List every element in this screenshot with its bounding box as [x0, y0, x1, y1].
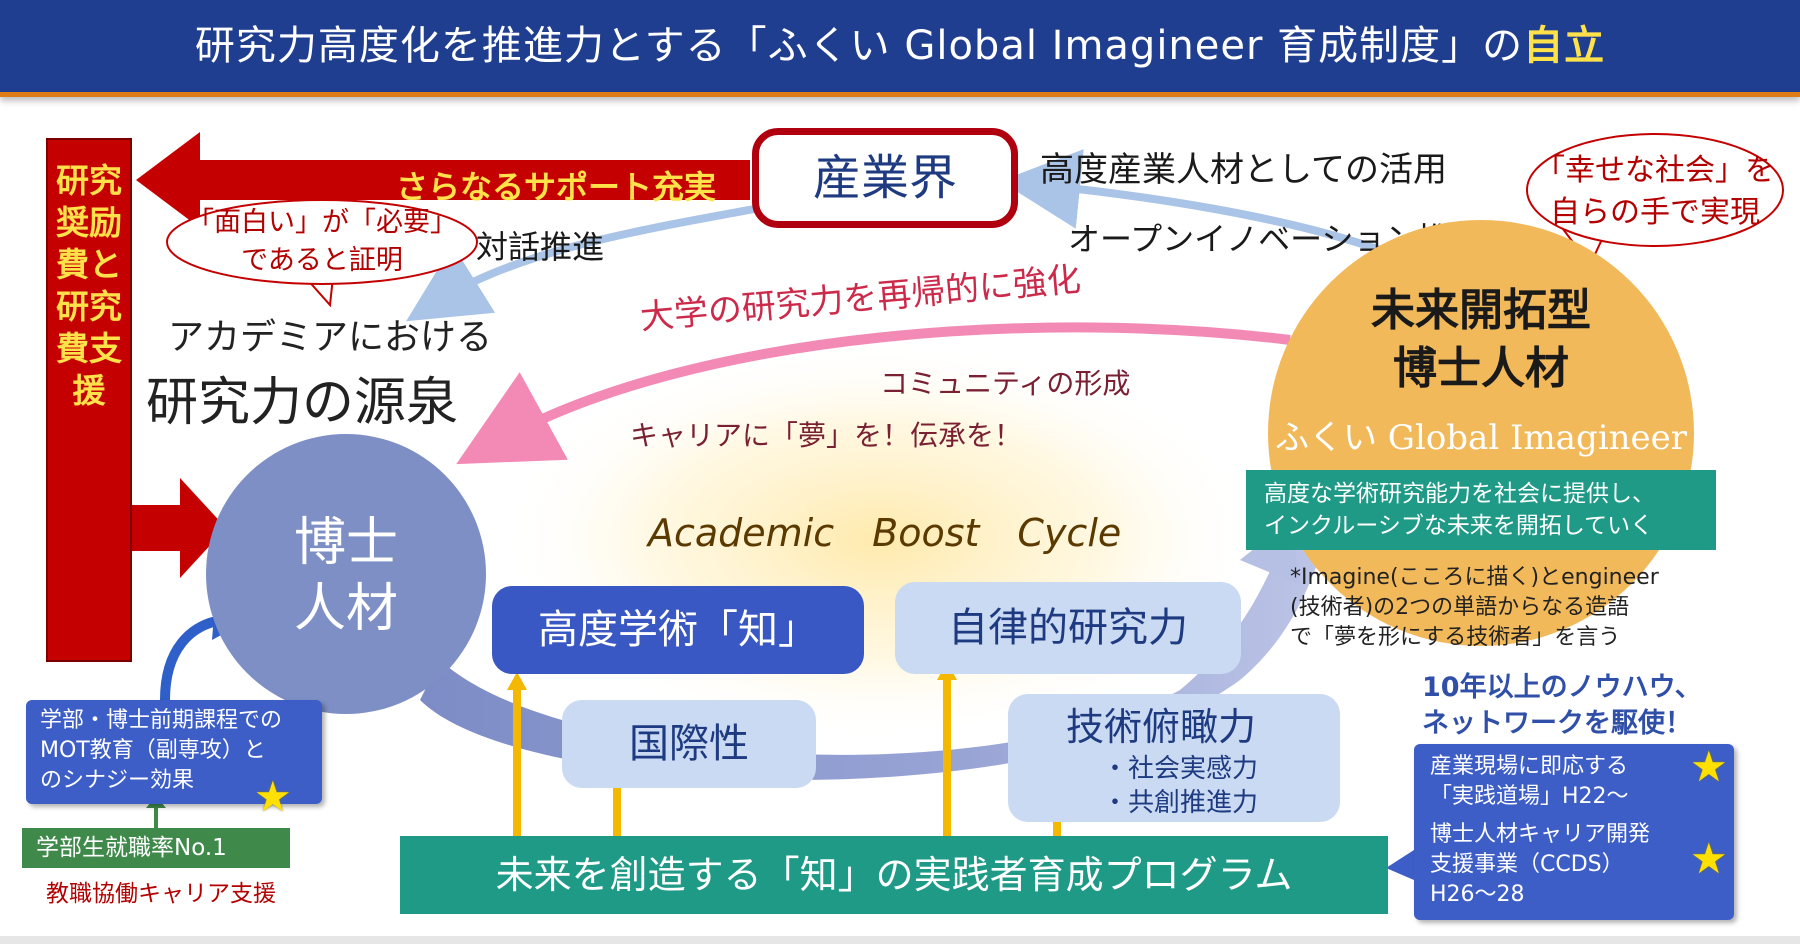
reinforce-arrow: [456, 322, 1291, 465]
bubble-left: 「面白い」が「必要」 であると証明: [172, 204, 472, 280]
phd-circle: [206, 434, 486, 714]
imagineer-note: *Imagine(こころに描く)とengineer (技術者)の2つの単語からな…: [1290, 563, 1659, 653]
knowhow-box: 産業現場に即応する 「実践道場」H22～ 博士人材キャリア開発 支援事業（CCD…: [1414, 744, 1734, 920]
support-label: さらなるサポート充実: [396, 168, 717, 206]
dialogue-arrow: [406, 204, 761, 322]
future-title-line1: 未来開拓型: [1371, 285, 1591, 336]
career-dream-label: キャリアに「夢」を！伝承を！: [630, 419, 1023, 452]
bubble-right-line1: 「幸せな社会」を: [1535, 153, 1775, 188]
mot-star-icon: ★: [254, 772, 292, 821]
future-brand: ふくい Global Imagineer: [1274, 418, 1687, 458]
employment-sub: 教職協働キャリア支援: [46, 881, 276, 907]
mot-line2: MOT教育（副専攻）と: [40, 738, 266, 763]
title-bar: [0, 0, 1800, 97]
employment-box: 学部生就職率No.1: [22, 828, 290, 868]
skill-autonomy: 自律的研究力: [895, 582, 1241, 674]
knowhow-heading: 10年以上のノウハウ、 ネットワークを駆使！: [1422, 670, 1702, 742]
note-line1: *Imagine(こころに描く)とengineer: [1290, 565, 1659, 590]
future-title-line2: 博士人材: [1393, 343, 1569, 394]
mot-line3: のシナジー効果: [40, 768, 195, 793]
phd-label-line1: 博士: [293, 513, 398, 573]
future-mission-line1: 高度な学術研究能力を社会に提供し、: [1264, 481, 1655, 507]
knowhow-star1-icon: ★: [1690, 742, 1728, 791]
knowhow-item2-line3: H26～28: [1430, 882, 1525, 907]
skill-tech: 技術俯瞰力 ・社会実感力 ・共創推進力: [1008, 694, 1340, 822]
mot-box: 学部・博士前期課程での MOT教育（副専攻）と のシナジー効果: [26, 700, 322, 804]
note-line3: で「夢を形にする技術者」を言う: [1290, 625, 1621, 650]
skill-academic: 高度学術「知」: [492, 586, 864, 674]
knowhow-item2-line1: 博士人材キャリア開発: [1430, 822, 1651, 847]
program-bar: 未来を創造する「知」の実践者育成プログラム: [400, 836, 1388, 914]
academia-line2: 研究力の源泉: [146, 373, 459, 433]
funding-bar: [46, 138, 132, 662]
future-mission: 高度な学術研究能力を社会に提供し、 インクルーシブな未来を開拓していく: [1246, 470, 1716, 550]
skill-international: 国際性: [562, 700, 816, 788]
skill-tech-sub1: ・社会実感力: [1102, 754, 1259, 784]
knowhow-line1: 10年以上のノウハウ、: [1422, 672, 1702, 703]
skill-tech-title: 技術俯瞰力: [1066, 705, 1257, 749]
bubble-right: 「幸せな社会」を 自らの手で実現: [1530, 150, 1780, 234]
phd-label-line2: 人材: [293, 579, 398, 639]
dialogue-text: 対話推進: [476, 228, 605, 266]
title-main: 研究力高度化を推進力とする「ふくい Global Imagineer 育成制度」…: [194, 23, 1524, 69]
knowhow-item2-line2: 支援事業（CCDS）: [1430, 852, 1624, 877]
open-innovation-arrow: [1000, 149, 1382, 254]
support-arrow: [136, 132, 750, 228]
knowhow-star2-icon: ★: [1690, 834, 1728, 883]
industry-use-text: 高度産業人材としての活用: [1040, 150, 1447, 190]
note-line2: (技術者)の2つの単語からなる造語: [1290, 595, 1630, 620]
industry-label: 産業界: [812, 150, 957, 206]
bubble-left-line2: であると証明: [241, 245, 403, 276]
cycle-label: Academic Boost Cycle: [648, 511, 1122, 555]
bubble-right-line2: 自らの手で実現: [1550, 195, 1760, 230]
future-mission-line2: インクルーシブな未来を開拓していく: [1264, 513, 1654, 539]
industry-box: [752, 128, 1018, 228]
bottom-edge: [0, 936, 1800, 944]
bubble-left-shape: [166, 199, 478, 285]
employment-arrow: [146, 796, 166, 828]
knowhow-item1-line2: 「実践道場」H22～: [1430, 784, 1629, 809]
community-label: コミュニティの形成: [880, 367, 1131, 400]
bubble-right-shape: [1526, 133, 1784, 247]
future-circle: [1268, 220, 1694, 646]
skill-tech-sub2: ・共創推進力: [1102, 788, 1259, 818]
knowhow-pointer: [1386, 850, 1414, 880]
academia-line1: アカデミアにおける: [168, 317, 493, 358]
phd-label: 博士 人材: [206, 510, 486, 642]
knowhow-item1-line1: 産業現場に即応する: [1430, 754, 1629, 779]
page-title: 研究力高度化を推進力とする「ふくい Global Imagineer 育成制度」…: [0, 0, 1800, 92]
synergy-arrow: [160, 615, 223, 701]
funding-arrow: [132, 478, 226, 578]
knowhow-line2: ネットワークを駆使！: [1422, 708, 1692, 739]
title-highlight: 自立: [1523, 23, 1606, 69]
bubble-left-line1: 「面白い」が「必要」: [187, 207, 457, 238]
mot-line1: 学部・博士前期課程での: [40, 708, 283, 733]
funding-label: 研究奨励費と研究費支援: [56, 161, 122, 410]
future-title: 未来開拓型 博士人材: [1268, 282, 1694, 398]
